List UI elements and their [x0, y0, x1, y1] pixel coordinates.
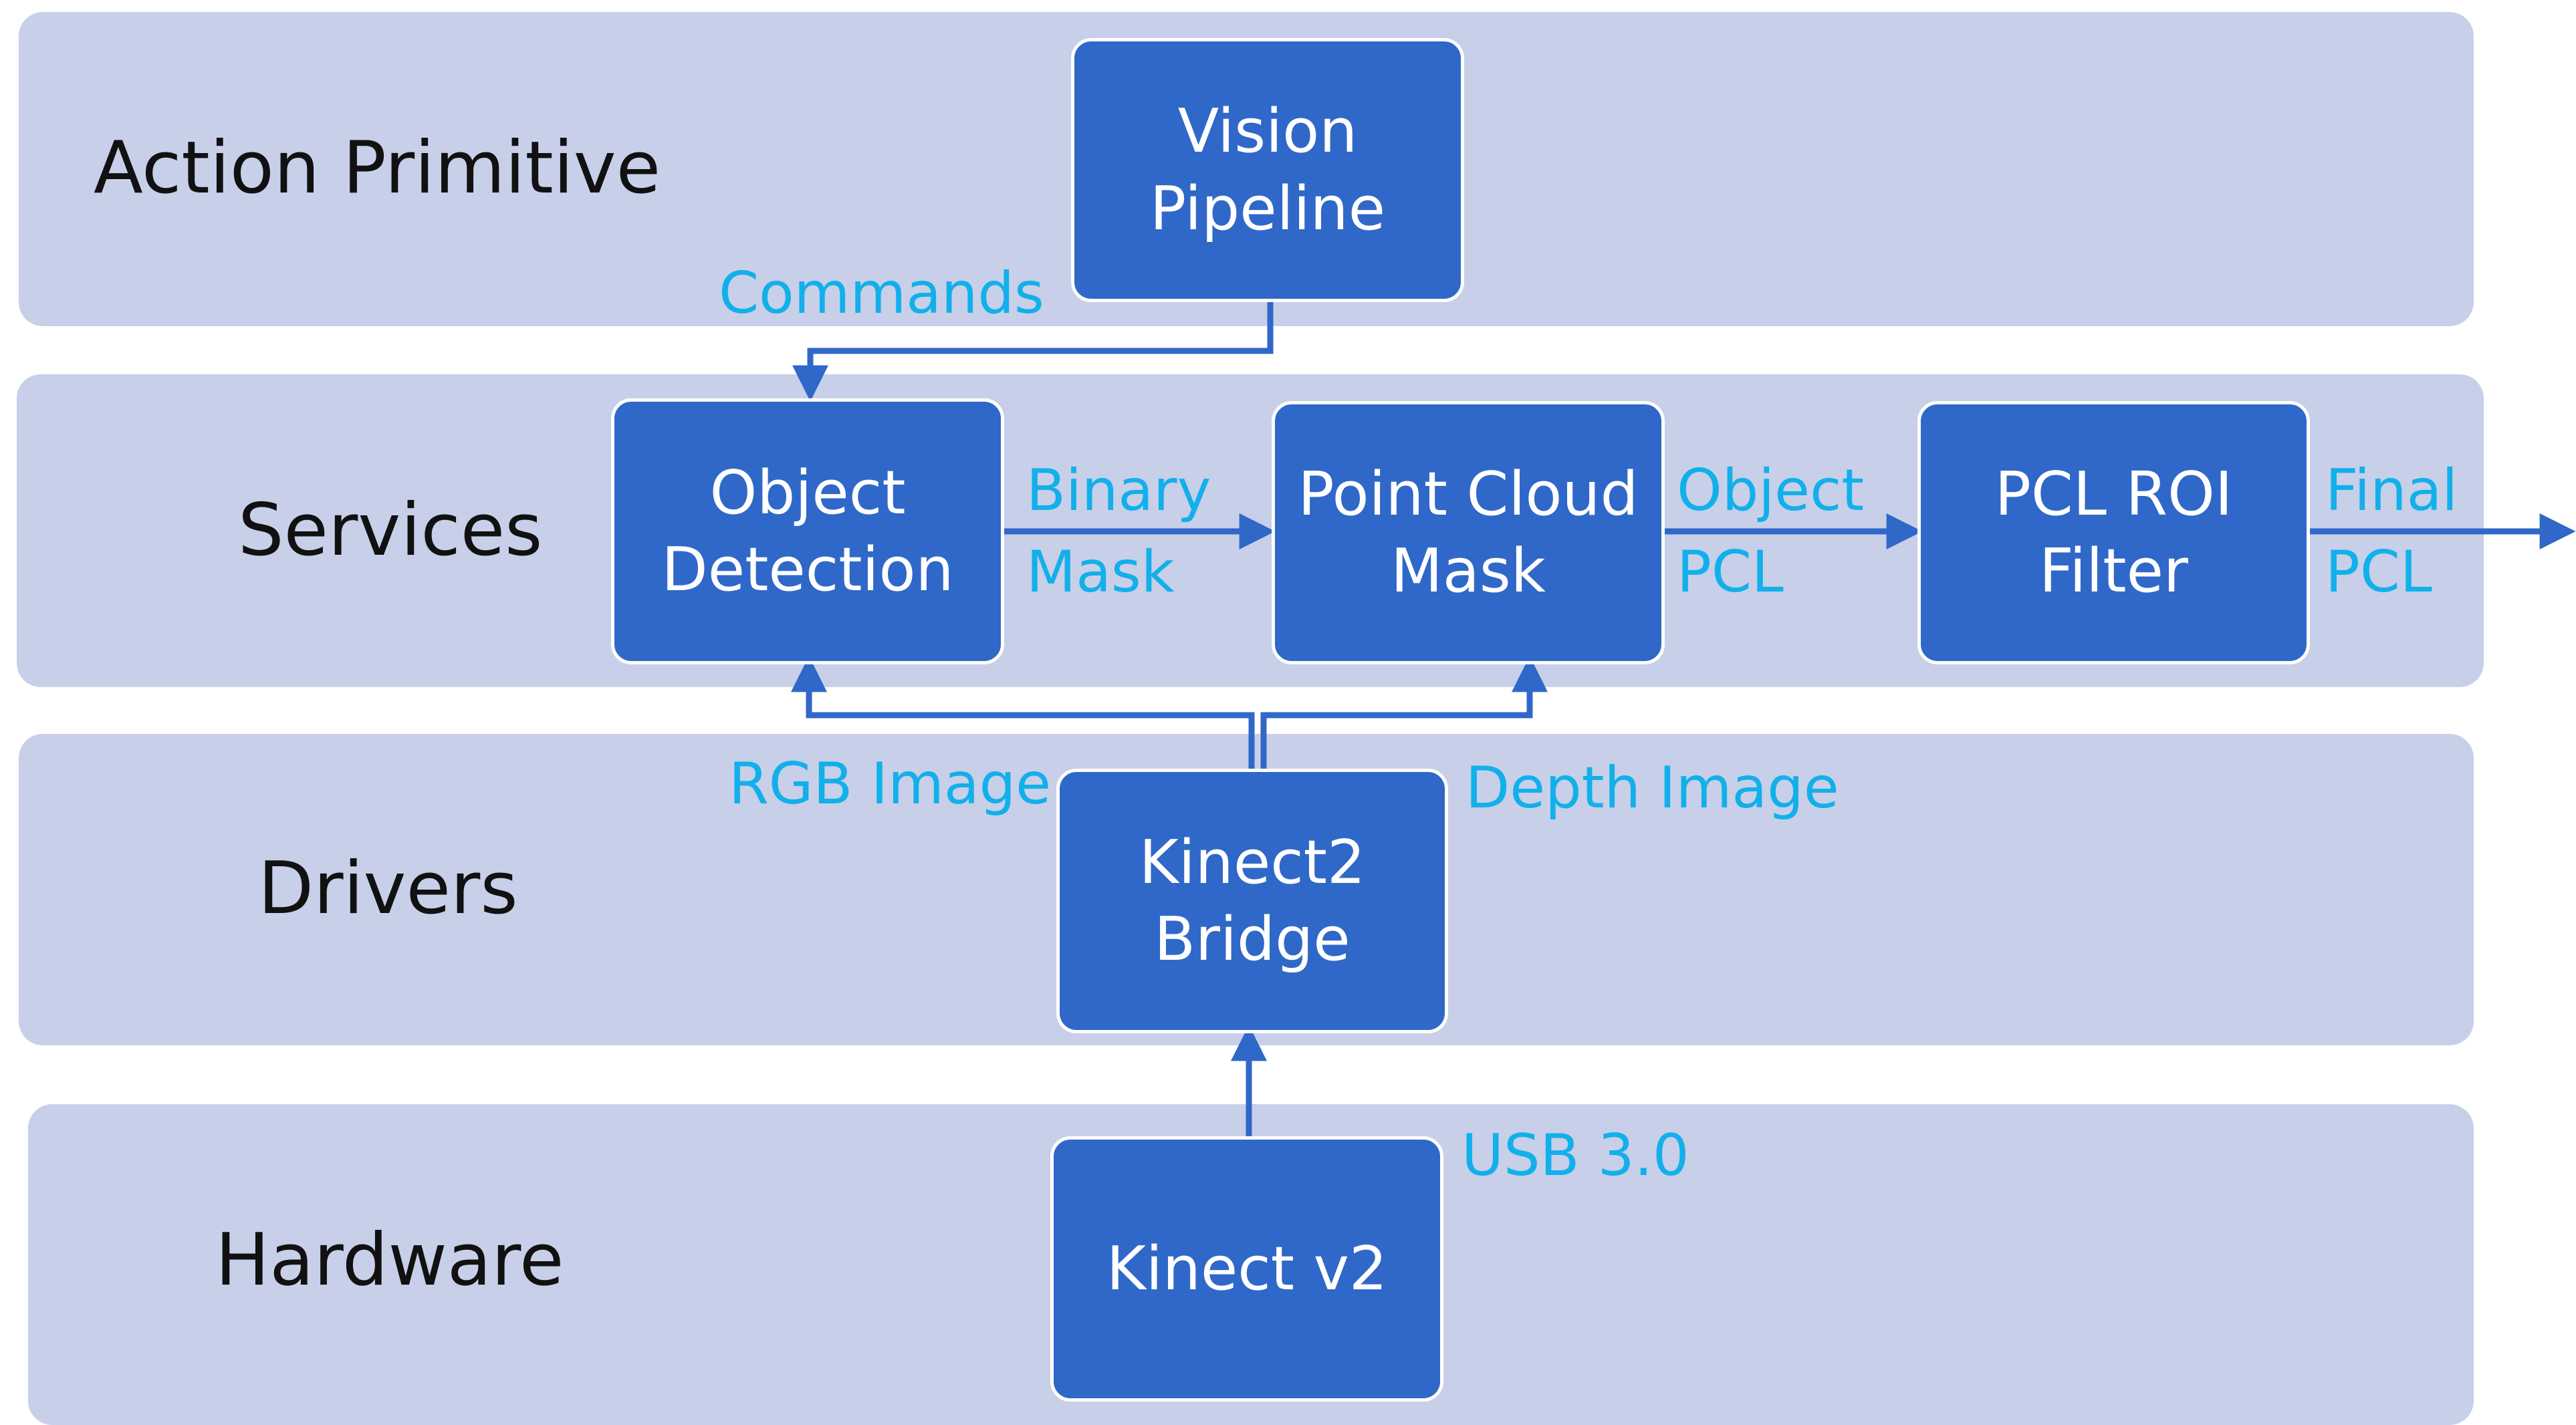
binary-mask-line-1: Binary — [1026, 457, 1211, 524]
edge-rgb-image — [791, 656, 1255, 769]
layer-label-hardware: Hardware — [215, 1218, 564, 1302]
object-pcl-line-1: Object — [1677, 457, 1865, 524]
edge-depth-image — [1260, 656, 1548, 769]
pcl-roi-filter-line-1: PCL ROI — [1994, 459, 2233, 529]
flow-label-rgb-image: RGB Image — [729, 751, 1052, 817]
binary-mask-line-2: Mask — [1026, 539, 1175, 606]
final-pcl-line-2: PCL — [2325, 539, 2432, 606]
kinect2-bridge-line-2: Bridge — [1154, 904, 1351, 975]
pcl-roi-filter-line-2: Filter — [2039, 536, 2188, 606]
flow-label-usb: USB 3.0 — [1461, 1122, 1689, 1189]
point-cloud-mask-line-2: Mask — [1391, 536, 1546, 606]
edge-commands — [792, 302, 1274, 402]
layer-label-services: Services — [238, 489, 543, 572]
vision-pipeline-line-1: Vision — [1177, 96, 1358, 167]
layer-label-drivers: Drivers — [258, 847, 518, 930]
kinect-v2-box: Kinect v2 — [1050, 1136, 1443, 1402]
point-cloud-mask-line-1: Point Cloud — [1298, 459, 1639, 529]
flow-label-depth-image: Depth Image — [1466, 755, 1839, 821]
flow-label-commands: Commands — [719, 260, 1044, 327]
vision-pipeline-line-2: Pipeline — [1149, 173, 1386, 244]
object-pcl-line-2: PCL — [1677, 539, 1784, 606]
object-detection-line-1: Object — [709, 457, 906, 528]
kinect2-bridge-line-1: Kinect2 — [1139, 827, 1366, 898]
layer-label-action-primitive: Action Primitive — [94, 126, 661, 210]
kinect-v2-label: Kinect v2 — [1106, 1233, 1388, 1304]
final-pcl-line-1: Final — [2325, 457, 2458, 524]
object-detection-line-2: Detection — [661, 535, 954, 605]
